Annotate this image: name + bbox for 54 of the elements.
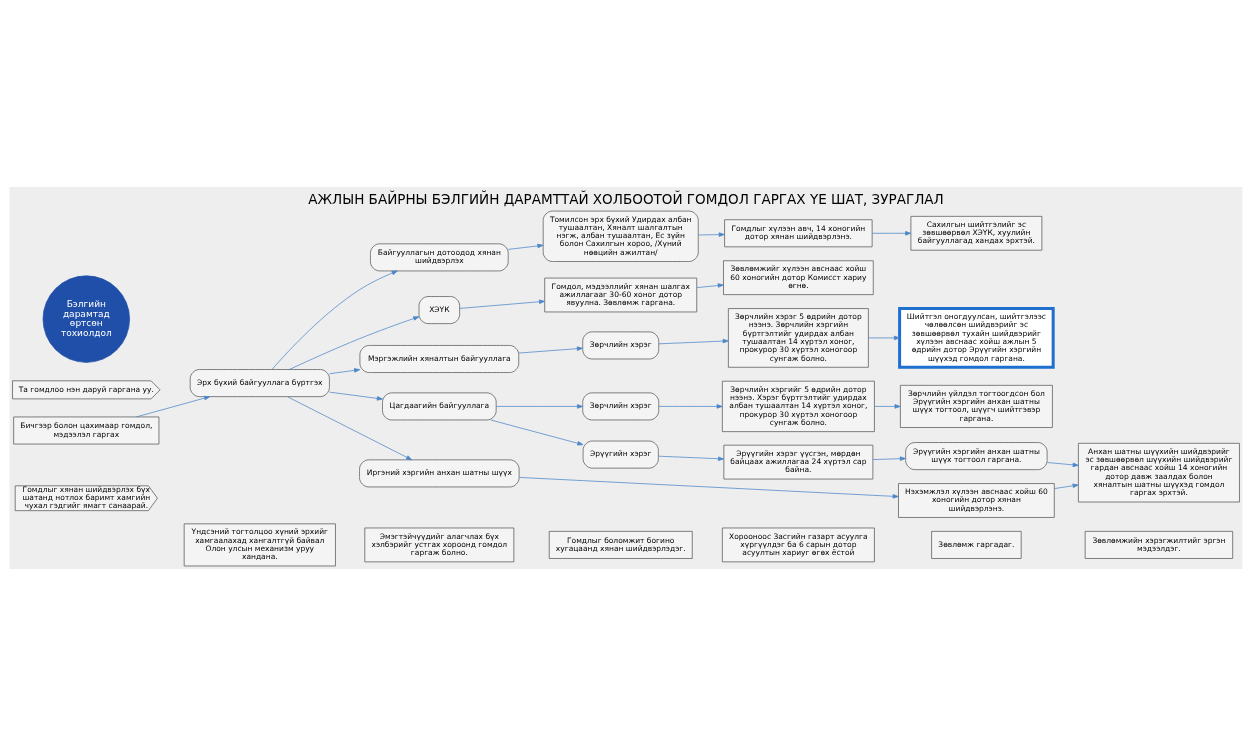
- arrow: [874, 403, 901, 409]
- node-box: Эрүүгийн хэрэг: [582, 440, 659, 468]
- node-box: Зөвлөмжийн хэрэгжилтийг эргэн мэдээлдэг.: [1084, 530, 1234, 559]
- arrow: [698, 231, 725, 237]
- arrow: [519, 476, 899, 499]
- node-box: Хорооноос Засгийн газарт асуулга хүргүүлдэг ба 6 сарын дотор асуултын хариуг өгөх ёстой: [721, 527, 875, 562]
- node-box: Гомдлыг боломжит богино хугацаанд хянан шийдвэрлэдэг.: [548, 530, 693, 559]
- node-box: Сахилгын шийтгэлийг эс зөвшөөрвөл ХЭҮК, хуулийн байгууллагад хандах эрхтэй.: [910, 215, 1043, 251]
- node-box: Эрүүгийн хэргийн анхан шатны шүүх тогтоол гаргана.: [905, 441, 1048, 470]
- arrow: [658, 455, 725, 461]
- node-box: Бичгээр болон цахимаар гомдол, мэдээлэл гаргах: [13, 416, 160, 444]
- node-box: Мэргэжлийн хяналтын байгууллага: [359, 344, 520, 373]
- arrow: [658, 403, 723, 409]
- arrow: [871, 230, 912, 235]
- node-box: Зөрчлийн хэрэг: [582, 392, 660, 420]
- node-box: Нэхэмжлэл хүлээн авснаас хойш 60 хоногийн дотор хянан шийдвэрлэнэ.: [898, 482, 1055, 518]
- node-box: Эмэгтэйчүүдийг алагчлах бүх хэлбэрийг устгах хороонд гомдол гаргаж болно.: [364, 527, 515, 562]
- node-box: Цагдаагийн байгууллага: [382, 392, 497, 420]
- arrow: [868, 335, 900, 340]
- arrow: [495, 403, 584, 409]
- node-box: Зөрчлийн хэрэг 5 өдрийн дотор нээнэ. Зөрчлийн хэргийн бүртгэлтийг удирдах албан тушаалтан 14 хүртэл хоног, прокурор 30 хүртэл хоногоор сунгаж болно.: [728, 307, 869, 368]
- arrow: [696, 282, 724, 288]
- arrow: [329, 391, 383, 401]
- arrow: [872, 455, 906, 461]
- node-box: Зөвлөмж гаргадаг.: [931, 530, 1022, 559]
- node-box: Зөрчлийн үйлдэл тогтоогдсон бол Эрүүгийн хэргийн анхан шатны шүүх тогтоол, шүүгч шийтгэвэр гаргана.: [900, 384, 1053, 428]
- node-box: Анхан шатны шүүхийн шийдвэрийг эс зөвшөөрвөл шүүхийн шийдвэрийг гардан авснаас хойш 14 хоногийн дотор давж заалдах болон хяналтын шатны шүүхэд гомдол гаргах эрхтэй.: [1078, 442, 1240, 502]
- node-box: Зөрчлийн хэргийг 5 өдрийн дотор нээнэ. Хэрэг бүртгэлтийг удирдах албан тушаалтан 14 хүртэл хоног, прокурор 30 хүртэл хоногоор сунгаж болно.: [721, 380, 875, 432]
- arrow: [518, 345, 583, 353]
- diagram-title: АЖЛЫН БАЙРНЫ БЭЛГИЙН ДАРАМТТАЙ ХОЛБООТОЙ ГОМДОЛ ГАРГАХ ҮЕ ШАТ, ЗУРАГЛАЛ: [308, 190, 944, 207]
- node-circle: Бэлгийн дарамтад өртсөн тохиолдол: [42, 274, 130, 363]
- node-box: Үндсэний тогтолцоо хүний эрхийг хамгаалахад хангалтгүй байвал Олон улсын механизм уруу хандана.: [183, 522, 336, 566]
- arrow: [329, 367, 361, 374]
- node-box: ХЭҮК: [418, 295, 461, 324]
- arrow: [135, 395, 211, 417]
- node-box: Томилсон эрх бүхий Удирдах албан тушаалтан, Хяналт шалгалтын нэгж, албан тушаалтан, Ес зүйн болон Сахилгын хороо, /Хүний нөөцийн ажилтан/: [542, 210, 699, 262]
- node-box: Гомдлыг хүлээн авч, 14 хоногийн дотор хянан шийдвэрлэнэ.: [724, 218, 873, 247]
- arrow: [658, 338, 729, 344]
- arrow: [507, 243, 544, 250]
- arrow: [288, 315, 420, 370]
- node-box: Гомдол, мэдээллийг хянан шалгах ажиллагааг 30-60 хоног дотор явуулна. Зөвлөмж гаргана.: [544, 277, 698, 312]
- node-box: Байгууллагын дотоодод хянан шийдвэрлэх: [370, 242, 509, 271]
- arrow: [271, 270, 398, 370]
- node-box: Эрх бүхий байгууллага бүртгэх: [189, 368, 330, 397]
- arrow: [459, 299, 546, 309]
- node-box: Эрүүгийн хэрэг үүсгэн, мөрдөн байцаах ажиллагаа 24 хүртэл сар байна.: [723, 444, 874, 479]
- node-box: Зөрчлийн хэрэг: [582, 331, 660, 359]
- arrow: [1054, 483, 1079, 489]
- node-box: Зөвлөмжийг хүлээн авснаас хойш 60 хоногийн дотор Комисст хариу өгнө.: [723, 259, 874, 295]
- node-box: Шийтгэл оногдуулсан, шийтгэлээс чөлөөлсөн шийдвэрийг эс зөвшөөрвөл тухайн шийдвэрийг хүлээн авснаас хойш ажлын 5 өдрийн дотор Эрүүгийн хэргийн шүүхэд гомдол гаргана.: [898, 306, 1055, 369]
- arrow: [1047, 461, 1079, 467]
- arrow: [287, 395, 413, 460]
- node-box: Иргэний хэргийн анхан шатны шүүх: [359, 459, 520, 487]
- arrow: [490, 419, 584, 445]
